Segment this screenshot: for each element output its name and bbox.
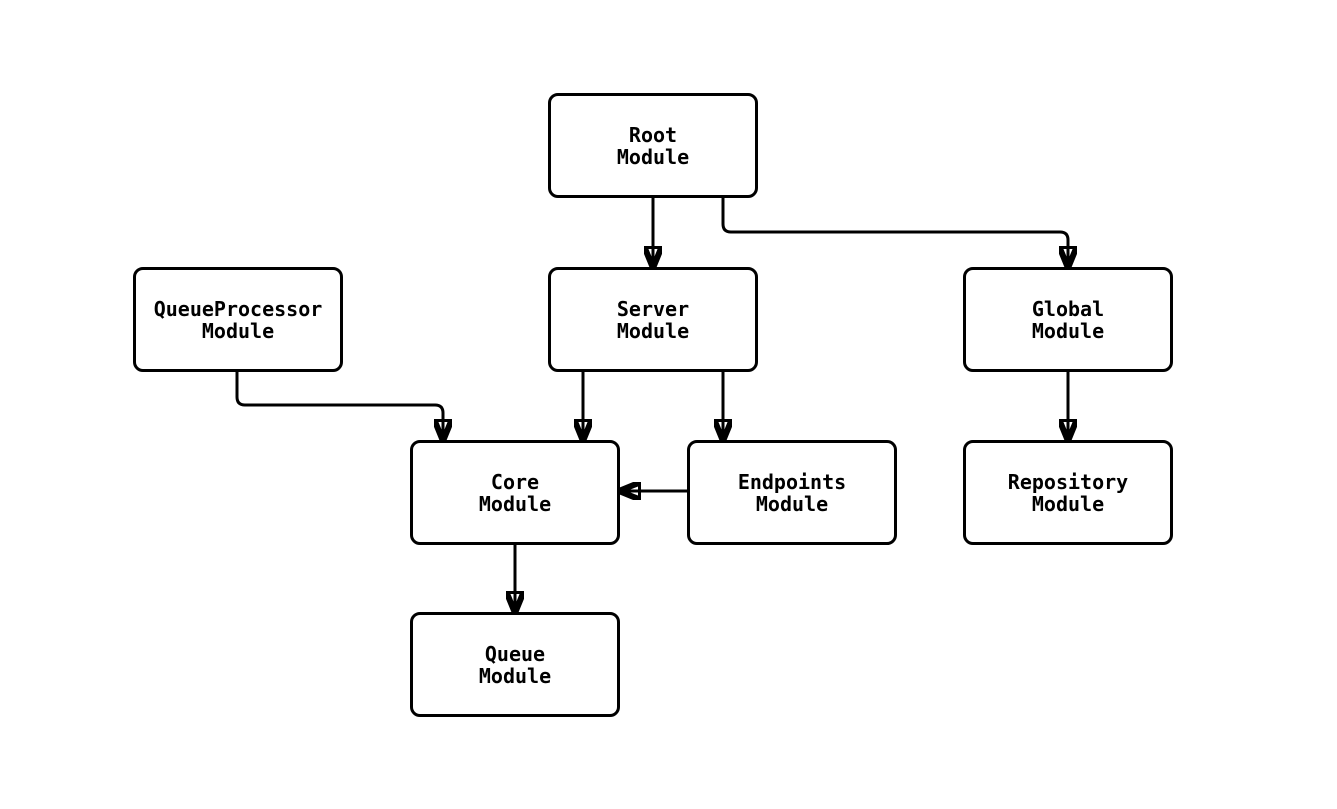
node-repository-module: Repository Module — [963, 440, 1173, 545]
node-repository-module-label: Repository Module — [1007, 469, 1129, 516]
node-root-module: Root Module — [548, 93, 758, 198]
node-endpoints-module-label: Endpoints Module — [737, 469, 847, 516]
node-core-module: Core Module — [410, 440, 620, 545]
node-queueprocessor-module: QueueProcessor Module — [133, 267, 343, 372]
node-server-module-label: Server Module — [616, 296, 690, 343]
node-core-module-label: Core Module — [478, 469, 552, 516]
node-global-module-label: Global Module — [1031, 296, 1105, 343]
node-server-module: Server Module — [548, 267, 758, 372]
edge-root-to-global — [721, 198, 1068, 266]
node-root-module-label: Root Module — [616, 122, 690, 169]
node-global-module: Global Module — [963, 267, 1173, 372]
node-queueprocessor-module-label: QueueProcessor Module — [153, 296, 323, 343]
node-queue-module: Queue Module — [410, 612, 620, 717]
edge-queueprocessor-to-core — [235, 372, 443, 439]
node-queue-module-label: Queue Module — [478, 641, 552, 688]
node-endpoints-module: Endpoints Module — [687, 440, 897, 545]
